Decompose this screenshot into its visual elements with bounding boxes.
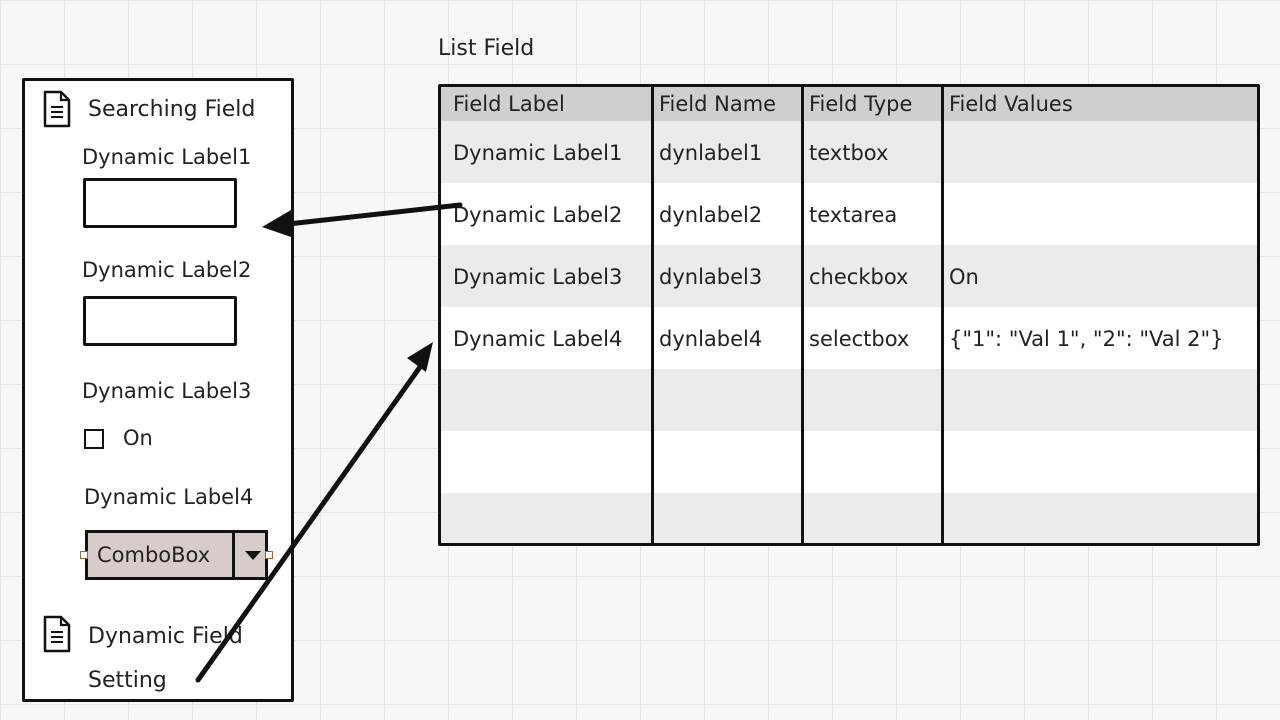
field-label-3: Dynamic Label3 — [82, 379, 252, 403]
cell-field-values: {"1": "Val 1", "2": "Val 2"} — [949, 327, 1224, 351]
dynamic-label2-textbox[interactable] — [83, 296, 237, 346]
column-divider — [801, 87, 804, 543]
cell-field-label: Dynamic Label1 — [453, 141, 623, 165]
dynamic-field-setting-link-line2[interactable]: Setting — [88, 668, 167, 693]
checkbox-label: On — [123, 426, 153, 450]
column-header-field-label[interactable]: Field Label — [453, 92, 565, 116]
chevron-down-icon[interactable] — [245, 551, 261, 560]
resize-handle-left — [80, 551, 88, 559]
column-header-field-name[interactable]: Field Name — [659, 92, 777, 116]
arrow-head-up — [407, 342, 433, 372]
combobox-divider — [232, 533, 235, 577]
dynamic-label1-textbox[interactable] — [83, 178, 237, 228]
panel-title: Searching Field — [88, 97, 256, 122]
cell-field-label: Dynamic Label3 — [453, 265, 623, 289]
table-row[interactable]: Dynamic Label3 dynlabel3 checkbox On — [441, 245, 1257, 307]
cell-field-type: textarea — [809, 203, 898, 227]
cell-field-name: dynlabel4 — [659, 327, 763, 351]
table-row-empty[interactable] — [441, 369, 1257, 431]
cell-field-type: checkbox — [809, 265, 909, 289]
column-divider — [941, 87, 944, 543]
field-label-2: Dynamic Label2 — [82, 258, 252, 282]
combobox[interactable]: ComboBox — [85, 530, 268, 580]
cell-field-type: selectbox — [809, 327, 910, 351]
table-row[interactable]: Dynamic Label1 dynlabel1 textbox — [441, 121, 1257, 183]
column-header-field-values[interactable]: Field Values — [949, 92, 1073, 116]
list-field-table: Field Label Field Name Field Type Field … — [438, 84, 1260, 546]
cell-field-type: textbox — [809, 141, 889, 165]
cell-field-name: dynlabel1 — [659, 141, 763, 165]
resize-handle-right — [265, 551, 273, 559]
on-checkbox[interactable] — [84, 429, 104, 449]
combobox-value: ComboBox — [97, 543, 211, 567]
cell-field-label: Dynamic Label4 — [453, 327, 623, 351]
field-label-1: Dynamic Label1 — [82, 145, 252, 169]
document-icon — [42, 615, 72, 657]
list-field-title: List Field — [438, 36, 535, 61]
dynamic-field-setting-link-line1[interactable]: Dynamic Field — [88, 624, 243, 649]
cell-field-label: Dynamic Label2 — [453, 203, 623, 227]
field-label-4: Dynamic Label4 — [84, 485, 254, 509]
table-row[interactable]: Dynamic Label2 dynlabel2 textarea — [441, 183, 1257, 245]
table-row-empty[interactable] — [441, 431, 1257, 493]
table-header: Field Label Field Name Field Type Field … — [441, 87, 1257, 121]
table-row[interactable]: Dynamic Label4 dynlabel4 selectbox {"1":… — [441, 307, 1257, 369]
cell-field-values: On — [949, 265, 979, 289]
cell-field-name: dynlabel2 — [659, 203, 763, 227]
searching-field-panel: Searching Field Dynamic Label1 Dynamic L… — [22, 78, 294, 702]
column-divider — [651, 87, 654, 543]
column-header-field-type[interactable]: Field Type — [809, 92, 913, 116]
table-row-empty[interactable] — [441, 493, 1257, 543]
cell-field-name: dynlabel3 — [659, 265, 763, 289]
document-icon — [42, 90, 72, 132]
arrow-row2-to-textbox — [285, 202, 463, 227]
